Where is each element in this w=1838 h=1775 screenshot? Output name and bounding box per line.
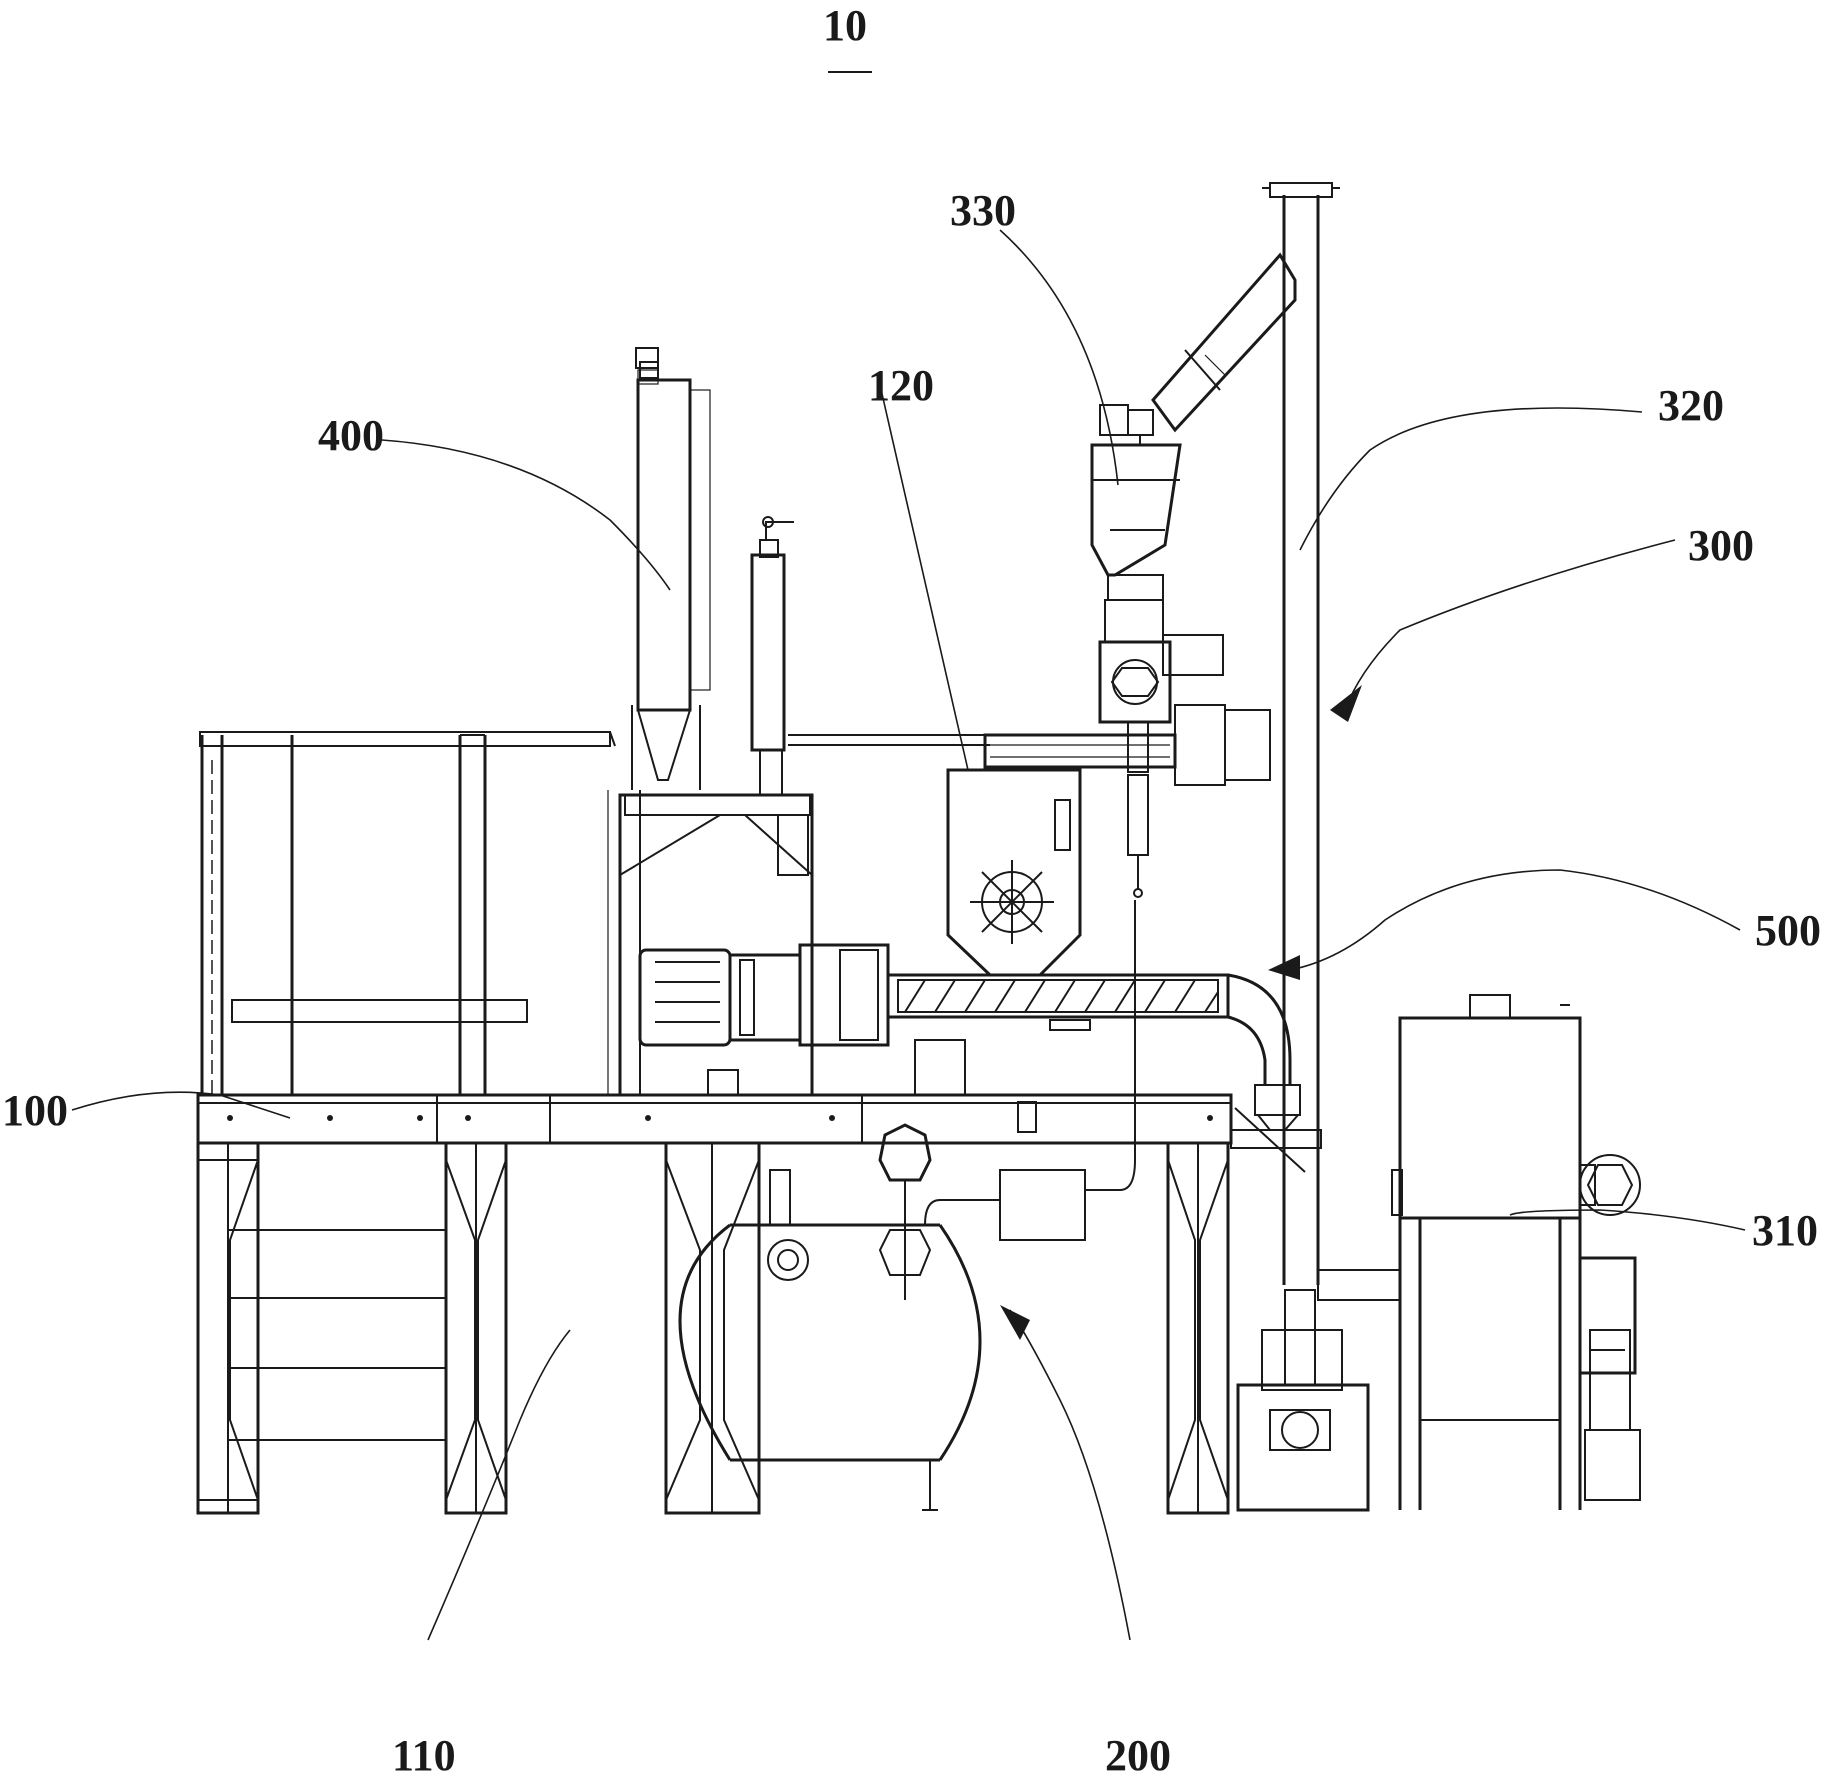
feed-hopper — [948, 770, 1080, 975]
label-120: 120 — [868, 361, 934, 410]
elbow-outlet — [1228, 975, 1300, 1130]
label-320: 320 — [1658, 381, 1724, 430]
label-300: 300 — [1688, 521, 1754, 570]
small-hopper — [1092, 405, 1223, 897]
inclined-chute — [1153, 255, 1295, 430]
label-330: 330 — [950, 186, 1016, 235]
label-110: 110 — [392, 1731, 456, 1775]
vertical-cylinder — [752, 517, 794, 795]
hopper-tank — [608, 790, 812, 1095]
motor-assembly — [640, 945, 888, 1095]
label-500: 500 — [1755, 906, 1821, 955]
guard-rail — [200, 732, 615, 1095]
label-200: 200 — [1105, 1731, 1171, 1775]
upper-tank — [632, 348, 710, 790]
label-310: 310 — [1752, 1206, 1818, 1255]
vertical-pipe — [1262, 183, 1340, 1285]
pump-assembly — [880, 900, 1135, 1300]
label-400: 400 — [318, 411, 384, 460]
figure-number: 10 — [823, 1, 867, 50]
label-100: 100 — [2, 1086, 68, 1135]
cabinet-unit — [1318, 995, 1640, 1510]
extruder-barrel — [888, 975, 1228, 1095]
bottom-pump — [1238, 1290, 1368, 1510]
frame-legs — [198, 1143, 1228, 1513]
main-frame — [198, 732, 1321, 1513]
